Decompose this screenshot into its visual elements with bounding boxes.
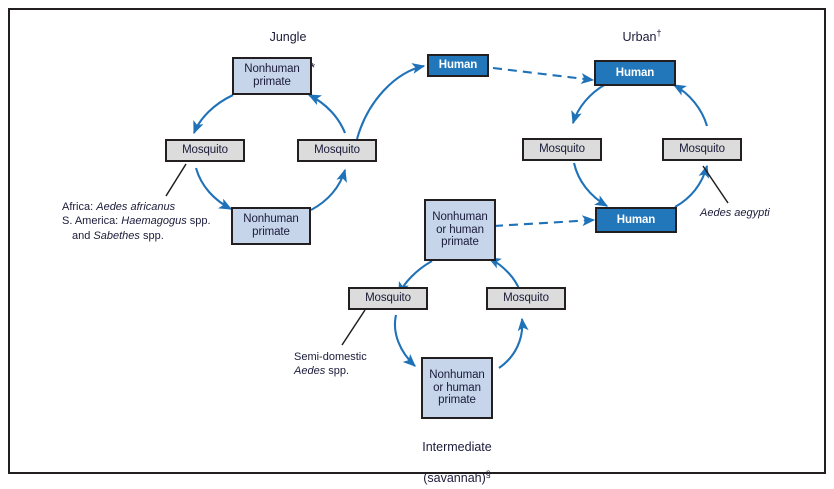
jungle-node-mosquito-left[interactable]: Mosquito xyxy=(165,139,245,162)
urban-node-mosquito-right[interactable]: Mosquito xyxy=(662,138,742,161)
intermediate-title-line1: Intermediate xyxy=(422,439,492,454)
urban-node-mosquito-left[interactable]: Mosquito xyxy=(522,138,602,161)
jungle-vector-l1-italic: Aedes africanus xyxy=(96,201,176,213)
urban-node-human-top[interactable]: Human xyxy=(594,60,676,86)
urban-cycle-title: Urban† xyxy=(572,14,712,45)
intermediate-cycle-title: Intermediate (savannah)§ Africa only xyxy=(387,424,527,489)
urban-title-text: Urban xyxy=(622,29,657,44)
jungle-vector-l3-italic: Sabethes xyxy=(93,229,140,242)
intermediate-vector-line2-suffix: spp. xyxy=(325,365,350,378)
intermediate-vector-line2-italic: Aedes xyxy=(294,365,326,378)
jungle-vector-l1-prefix: Africa: xyxy=(62,201,97,213)
intermediate-node-mosquito-right[interactable]: Mosquito xyxy=(486,287,566,310)
urban-title-dagger: † xyxy=(656,27,662,38)
jungle-node-nonhuman-primate-top[interactable]: Nonhuman primate xyxy=(232,57,312,95)
intermediate-node-mosquito-left[interactable]: Mosquito xyxy=(348,287,428,310)
jungle-vector-l2-italic: Haemagogus xyxy=(121,215,187,228)
intermediate-node-primate-top[interactable]: Nonhuman or human primate xyxy=(424,199,496,261)
jungle-vector-l2-prefix: S. America: xyxy=(62,215,122,228)
intermediate-title-section: § xyxy=(485,468,491,479)
jungle-title-line1: Jungle xyxy=(269,29,307,44)
jungle-node-nonhuman-primate-bottom[interactable]: Nonhuman primate xyxy=(231,207,311,245)
urban-vector-italic: Aedes aegypti xyxy=(700,207,770,219)
jungle-vector-l3-prefix: and xyxy=(72,229,94,242)
urban-node-human-bottom[interactable]: Human xyxy=(595,207,677,233)
jungle-vector-l2-suffix: spp. xyxy=(186,215,211,228)
urban-node-human-bridge[interactable]: Human xyxy=(427,54,489,77)
jungle-node-mosquito-right[interactable]: Mosquito xyxy=(297,139,377,162)
urban-vector-annotation: Aedes aegypti xyxy=(700,206,820,220)
jungle-vector-annotation: Africa: Aedes africanus S. America: Haem… xyxy=(62,200,267,243)
intermediate-vector-annotation: Semi-domestic Aedes spp. xyxy=(294,350,404,379)
intermediate-node-primate-bottom[interactable]: Nonhuman or human primate xyxy=(421,357,493,419)
intermediate-vector-line1: Semi-domestic xyxy=(294,351,367,363)
intermediate-title-line2: (savannah) xyxy=(423,470,486,485)
jungle-vector-l3-suffix: spp. xyxy=(139,229,164,242)
